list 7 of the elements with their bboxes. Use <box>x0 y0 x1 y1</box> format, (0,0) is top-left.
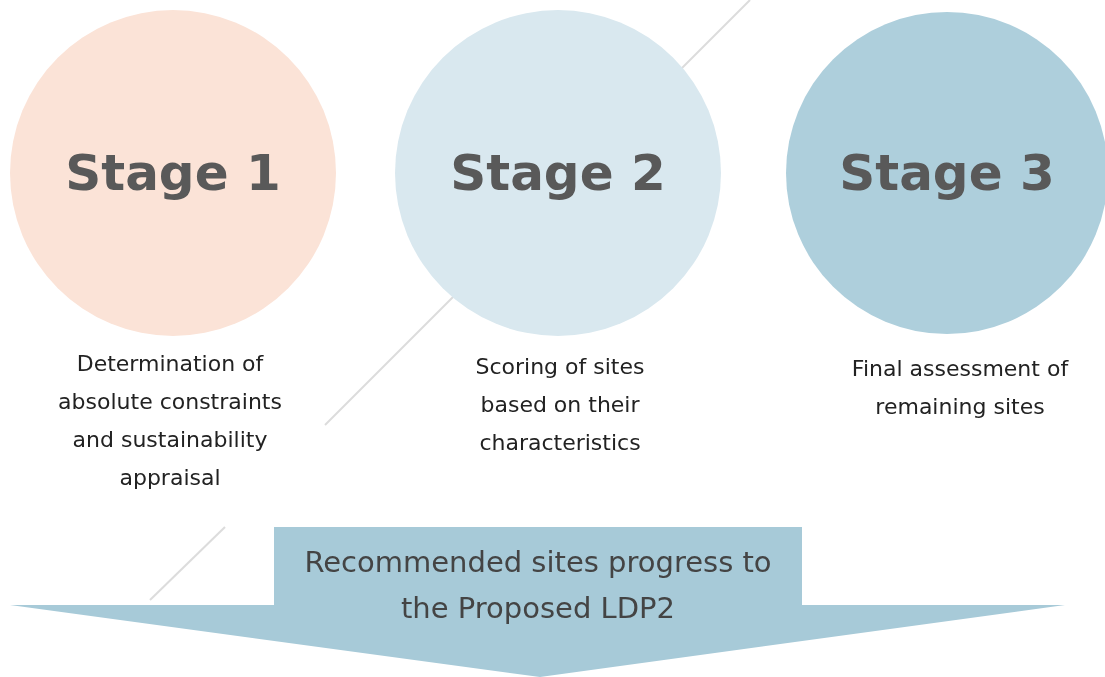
stage-description: Final assessment of remaining sites <box>850 355 1070 421</box>
stage-title: Stage 2 <box>450 144 666 202</box>
stage-title: Stage 3 <box>839 144 1055 202</box>
stage-description: Determination of absolute constraints and sustainability appraisal <box>57 350 283 492</box>
stage-description: Scoring of sites based on their characteristics <box>474 353 646 457</box>
arrow-text: Recommended sites progress to the Proposed LDP2 <box>303 544 773 627</box>
stage-title: Stage 1 <box>65 144 281 202</box>
